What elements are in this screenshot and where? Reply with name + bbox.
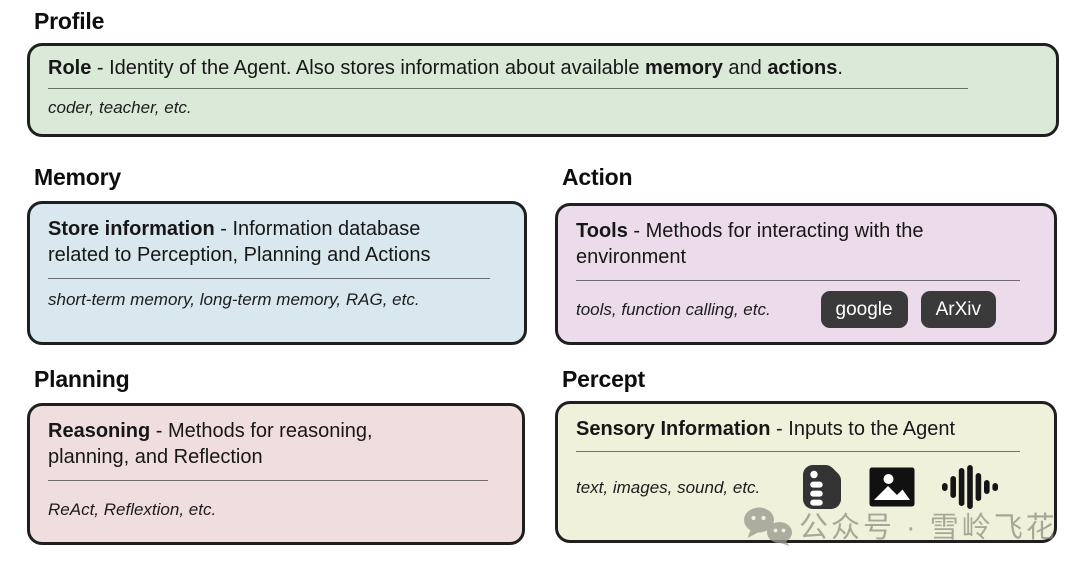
profile-description: Role - Identity of the Agent. Also store… (48, 57, 843, 79)
section-heading-percept: Percept (562, 366, 645, 392)
action-description: Tools - Methods for interacting with the… (576, 220, 924, 269)
planning-description: Reasoning - Methods for reasoning, plann… (48, 420, 373, 469)
divider (576, 451, 1020, 453)
profile-examples: coder, teacher, etc. (48, 98, 192, 118)
percept-examples: text, images, sound, etc. (576, 478, 761, 498)
image-icon (869, 467, 915, 507)
google-badge: google (820, 290, 908, 328)
divider (48, 88, 968, 90)
memory-examples: short-term memory, long-term memory, RAG… (48, 289, 420, 309)
memory-card: Store information - Information database… (27, 201, 527, 345)
watermark-text: 公众号 · 雪岭飞花 (799, 512, 1058, 544)
document-icon (802, 464, 842, 510)
percept-card: Sensory Information - Inputs to the Agen… (555, 401, 1057, 543)
divider (48, 277, 490, 279)
watermark: 公众号 · 雪岭飞花 (742, 504, 1058, 546)
wechat-icon (742, 506, 794, 546)
planning-card: Reasoning - Methods for reasoning, plann… (27, 403, 525, 545)
section-heading-memory: Memory (34, 164, 121, 190)
profile-card: Role - Identity of the Agent. Also store… (27, 43, 1059, 137)
arxiv-badge: ArXiv (920, 290, 996, 328)
section-heading-action: Action (562, 164, 633, 190)
input-type-icons (802, 464, 1036, 510)
memory-description: Store information - Information database… (48, 218, 431, 267)
section-heading-profile: Profile (34, 8, 105, 34)
divider (576, 279, 1020, 281)
action-examples: tools, function calling, etc. (576, 300, 771, 320)
planning-examples: ReAct, Reflextion, etc. (48, 499, 217, 519)
percept-description: Sensory Information - Inputs to the Agen… (576, 418, 956, 440)
section-heading-planning: Planning (34, 366, 130, 392)
tool-badges: google ArXiv (820, 290, 1036, 328)
audio-waveform-icon (942, 465, 998, 510)
divider (48, 479, 488, 481)
action-card: Tools - Methods for interacting with the… (555, 203, 1057, 345)
